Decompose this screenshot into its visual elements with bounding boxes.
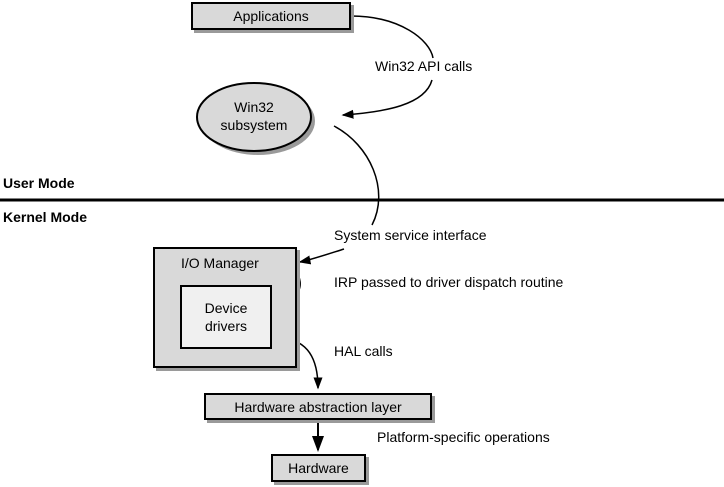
user-mode-label: User Mode xyxy=(3,175,75,191)
edge-system-service-lower xyxy=(298,248,345,265)
applications-node: Applications xyxy=(191,2,351,30)
win32-api-calls-label: Win32 API calls xyxy=(375,58,473,74)
hardware-node: Hardware xyxy=(271,454,366,482)
kernel-mode-label: Kernel Mode xyxy=(3,209,88,225)
device-drivers-node: Device drivers xyxy=(180,285,272,349)
hardware-label: Hardware xyxy=(288,460,349,476)
io-manager-node: I/O Manager Device drivers xyxy=(153,247,297,368)
win32-subsystem-node xyxy=(196,82,312,152)
hal-calls-label: HAL calls xyxy=(334,343,393,359)
win32-subsystem-label: Win32 subsystem xyxy=(220,99,288,133)
hal-node: Hardware abstraction layer xyxy=(204,393,432,420)
platform-ops-label: Platform-specific operations xyxy=(377,429,550,445)
system-service-interface-label: System service interface xyxy=(334,227,487,243)
irp-passed-label: IRP passed to driver dispatch routine xyxy=(334,274,564,290)
edge-win32-api-upper xyxy=(350,15,434,59)
edge-win32-api-lower xyxy=(341,79,433,119)
io-manager-label: I/O Manager xyxy=(181,255,259,271)
edge-system-service-upper xyxy=(333,125,380,226)
applications-label: Applications xyxy=(233,8,309,24)
hal-label: Hardware abstraction layer xyxy=(234,398,402,415)
